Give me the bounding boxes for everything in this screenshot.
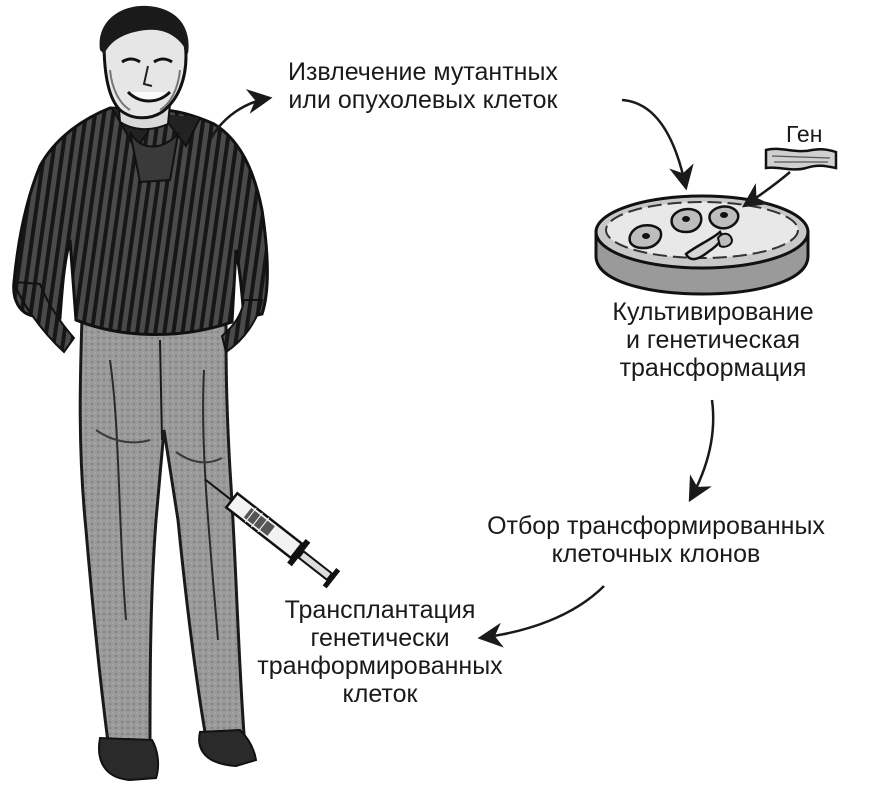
trousers [78, 316, 246, 746]
cell [716, 232, 734, 248]
left-shoe [98, 736, 160, 782]
right-shoe [198, 728, 258, 768]
head [99, 5, 189, 120]
label-extraction: Извлечение мутантных или опухолевых клет… [288, 58, 558, 114]
label-extraction-line2: или опухолевых клеток [288, 86, 558, 114]
arrow-to-transplant [477, 585, 605, 648]
label-cultivation-line2: и генетическая [625, 326, 801, 354]
shirt [12, 106, 269, 337]
syringe-icon [204, 478, 341, 589]
label-cultivation: Культивирование и генетическая трансформ… [582, 298, 844, 382]
label-gene-text: Ген [786, 121, 823, 147]
man-illustration [12, 5, 269, 782]
label-cultivation-line3: трансформация [619, 354, 807, 382]
arrow-to-dish [621, 98, 694, 191]
label-transplantation-line1: Трансплантация [284, 596, 476, 624]
label-selection-line2: клеточных клонов [551, 540, 761, 568]
label-cultivation-line1: Культивирование [612, 298, 814, 326]
gene-strip-icon [764, 147, 838, 171]
label-selection: Отбор трансформированных клеточных клоно… [446, 512, 866, 568]
label-extraction-line1: Извлечение мутантных [288, 58, 558, 86]
label-transplantation-line3: транформированных [257, 652, 503, 680]
label-gene: Ген [786, 120, 822, 148]
label-transplantation: Трансплантация генетически транформирова… [230, 596, 530, 708]
label-transplantation-line4: клеток [342, 680, 418, 708]
arrow-extract [208, 89, 273, 141]
arrow-gene-in [741, 171, 791, 208]
petri-dish-icon [594, 194, 810, 296]
label-selection-line1: Отбор трансформированных [487, 512, 825, 540]
label-transplantation-line2: генетически [310, 624, 450, 652]
arrow-to-selection [688, 399, 715, 503]
